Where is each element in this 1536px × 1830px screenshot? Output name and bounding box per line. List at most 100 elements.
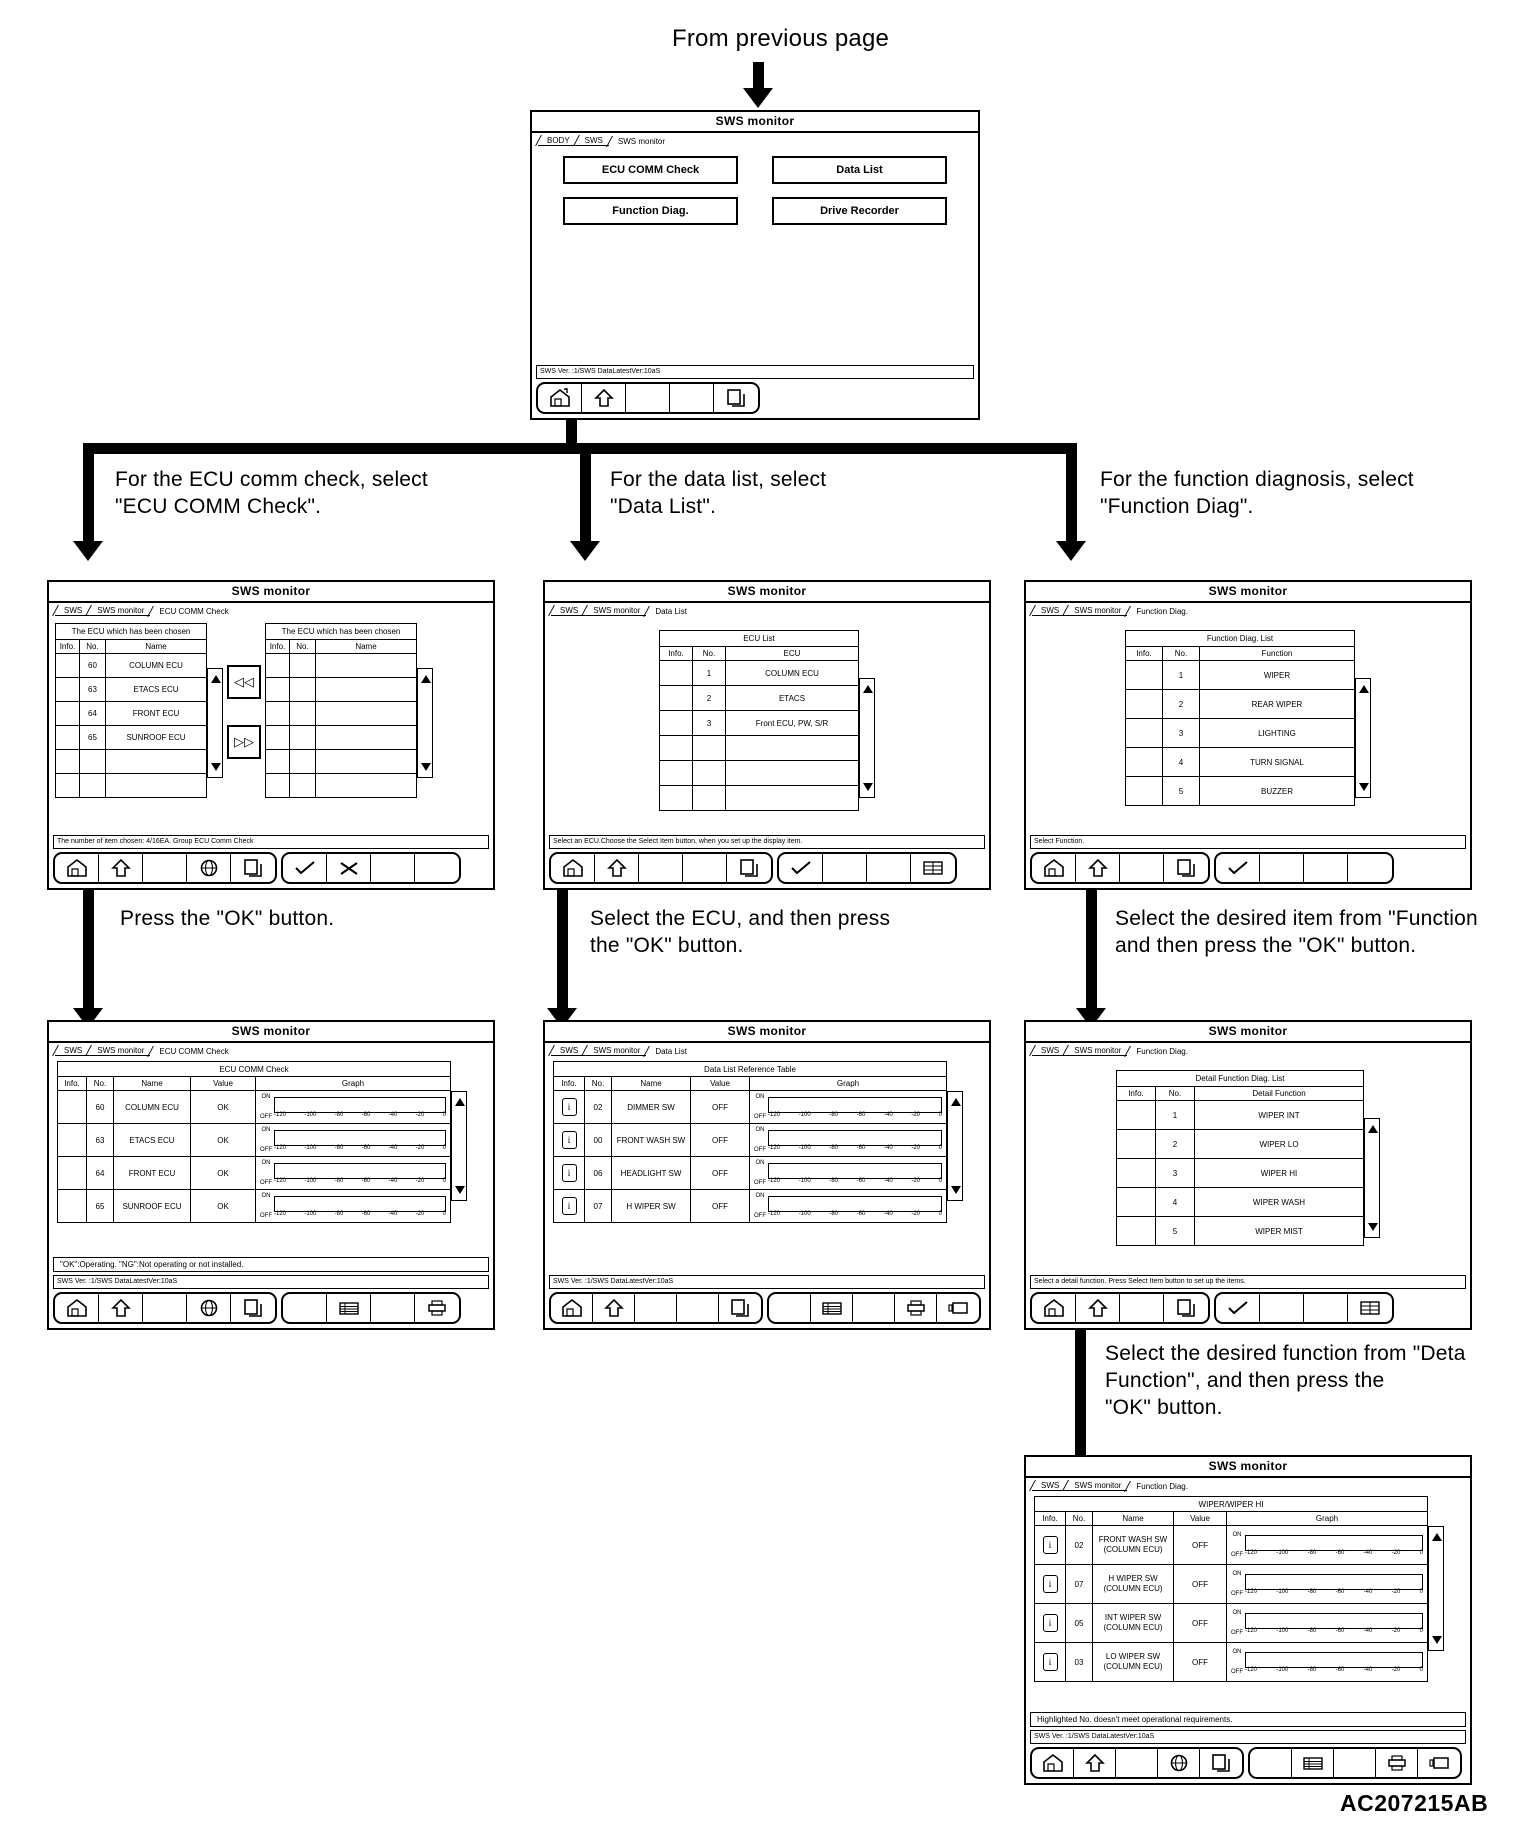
screen-data-list-result[interactable]: SWS monitor SWS SWS monitor Data List Da… [543, 1020, 991, 1330]
table-row[interactable] [659, 735, 859, 761]
toolbar-blank-2[interactable] [670, 384, 714, 412]
print-icon[interactable] [1376, 1749, 1418, 1777]
back-icon[interactable] [595, 854, 639, 882]
home-icon[interactable] [55, 854, 99, 882]
home-icon[interactable] [1032, 1294, 1076, 1322]
breadcrumb-item[interactable]: SWS monitor [581, 605, 647, 616]
home-icon[interactable] [55, 1294, 99, 1322]
copy-icon[interactable] [231, 854, 275, 882]
breadcrumb-item[interactable]: SWS [548, 605, 585, 616]
transfer-right-button[interactable]: ▷▷ [227, 725, 261, 759]
back-icon[interactable] [1076, 854, 1120, 882]
table-row[interactable] [265, 677, 417, 702]
globe-icon[interactable] [187, 854, 231, 882]
breadcrumb-item[interactable]: SWS monitor [1062, 1045, 1128, 1056]
copy-icon[interactable] [727, 854, 771, 882]
toolbar-blank-2[interactable] [1250, 1749, 1292, 1777]
breadcrumb-item[interactable]: SWS [1029, 1480, 1066, 1491]
back-icon[interactable] [582, 384, 626, 412]
toolbar-blank-1[interactable] [626, 384, 670, 412]
home-icon[interactable] [551, 854, 595, 882]
table-icon[interactable] [327, 1294, 371, 1322]
table-row[interactable] [55, 773, 207, 798]
table-icon[interactable] [811, 1294, 853, 1322]
toolbar-blank-2[interactable] [677, 1294, 719, 1322]
table-icon[interactable] [1292, 1749, 1334, 1777]
info-icon[interactable]: i [561, 1131, 577, 1149]
transfer-left-button[interactable]: ◁◁ [227, 665, 261, 699]
ok-check-icon[interactable] [779, 854, 823, 882]
screen-sws-monitor-menu[interactable]: SWS monitor BODY SWS SWS monitor ECU COM… [530, 110, 980, 420]
toolbar-blank-1[interactable] [143, 1294, 187, 1322]
breadcrumb-item[interactable]: SWS monitor [85, 605, 151, 616]
toolbar-blank-1[interactable] [635, 1294, 677, 1322]
info-icon[interactable]: i [1042, 1536, 1058, 1554]
toolbar-blank-1[interactable] [1120, 1294, 1164, 1322]
toolbar-blank-1[interactable] [639, 854, 683, 882]
toolbar-blank-3[interactable] [371, 1294, 415, 1322]
toolbar-blank-3[interactable] [1304, 854, 1348, 882]
scrollbar[interactable] [1355, 678, 1371, 798]
ok-check-icon[interactable] [1216, 854, 1260, 882]
breadcrumb-item[interactable]: SWS [52, 605, 89, 616]
toolbar-blank-3[interactable] [1334, 1749, 1376, 1777]
table-row[interactable] [55, 749, 207, 774]
info-icon[interactable]: i [561, 1098, 577, 1116]
breadcrumb-item[interactable]: SWS monitor [85, 1045, 151, 1056]
copy-icon[interactable] [714, 384, 758, 412]
copy-icon[interactable] [719, 1294, 761, 1322]
info-icon[interactable]: i [1042, 1575, 1058, 1593]
toolbar-blank-2[interactable] [1260, 1294, 1304, 1322]
toolbar-blank-4[interactable] [853, 1294, 895, 1322]
copy-icon[interactable] [231, 1294, 275, 1322]
screen-detail-function-list[interactable]: SWS monitor SWS SWS monitor Function Dia… [1024, 1020, 1472, 1330]
data-list-button[interactable]: Data List [772, 156, 947, 184]
toolbar-blank-1[interactable] [143, 854, 187, 882]
function-diag-button[interactable]: Function Diag. [563, 197, 738, 225]
table-row[interactable] [265, 749, 417, 774]
scrollbar[interactable] [947, 1091, 963, 1201]
cancel-x-icon[interactable] [327, 854, 371, 882]
function-diag-result-table[interactable]: WIPER/WIPER HI Info. No. Name Value Grap… [1034, 1496, 1428, 1682]
screen-function-diag-result[interactable]: SWS monitor SWS SWS monitor Function Dia… [1024, 1455, 1472, 1785]
detail-function-list-table[interactable]: Detail Function Diag. List Info. No. Det… [1116, 1070, 1364, 1246]
scrollbar-left[interactable] [207, 668, 223, 778]
table-row[interactable] [265, 773, 417, 798]
back-icon[interactable] [99, 1294, 143, 1322]
info-icon[interactable]: i [561, 1164, 577, 1182]
toolbar-blank-1[interactable] [1116, 1749, 1158, 1777]
scrollbar[interactable] [859, 678, 875, 798]
scrollbar[interactable] [1364, 1118, 1380, 1238]
toolbar-blank-3[interactable] [769, 1294, 811, 1322]
info-icon[interactable]: i [1042, 1614, 1058, 1632]
back-icon[interactable] [1076, 1294, 1120, 1322]
toolbar-blank-3[interactable] [415, 854, 459, 882]
toolbar-blank-3[interactable] [1304, 1294, 1348, 1322]
toolbar-blank-1[interactable] [1120, 854, 1164, 882]
toolbar-blank-2[interactable] [683, 854, 727, 882]
toolbar-blank-2[interactable] [1260, 854, 1304, 882]
function-diag-list-table[interactable]: Function Diag. List Info. No. Function 1… [1125, 630, 1355, 806]
print-icon[interactable] [895, 1294, 937, 1322]
info-icon[interactable]: i [561, 1197, 577, 1215]
